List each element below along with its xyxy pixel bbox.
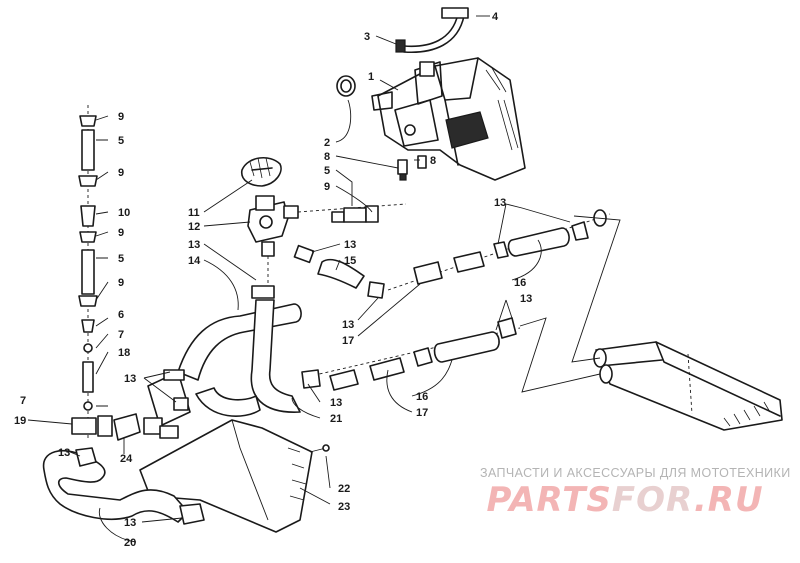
callout-16: 16 (416, 391, 428, 403)
hose-15 (293, 244, 385, 299)
callout-9: 9 (118, 227, 124, 239)
callout-8: 8 (324, 151, 330, 163)
callout-9: 9 (324, 181, 330, 193)
callout-20: 20 (124, 537, 136, 549)
callout-18: 18 (118, 347, 130, 359)
callout-7: 7 (118, 329, 124, 341)
pump-fittings (71, 413, 179, 441)
fitting-set (331, 205, 379, 223)
callout-13: 13 (494, 197, 506, 209)
callout-13: 13 (124, 517, 136, 529)
watermark-logo-ru: .RU (693, 480, 764, 520)
heat-exchanger (593, 341, 783, 431)
callout-11: 11 (188, 207, 200, 219)
watermark-logo-parts: PARTS (486, 480, 612, 520)
callout-5: 5 (118, 135, 124, 147)
lower-hose-line (301, 317, 517, 391)
watermark-logo-for: FOR (611, 480, 694, 520)
callout-13: 13 (520, 293, 532, 305)
site-watermark: ЗАПЧАСТИ И АКСЕССУАРЫ ДЛЯ МОТОТЕХНИКИ PA… (480, 466, 791, 520)
hose-20 (42, 447, 205, 525)
callout-13: 13 (330, 397, 342, 409)
callout-15: 15 (344, 255, 356, 267)
callout-2: 2 (324, 137, 330, 149)
hose-14 (177, 303, 302, 381)
callout-22: 22 (338, 483, 350, 495)
callout-5: 5 (324, 165, 330, 177)
callout-9: 9 (118, 277, 124, 289)
watermark-logo: PARTSFOR.RU (480, 480, 770, 520)
callout-14: 14 (188, 255, 201, 267)
callout-13: 13 (342, 319, 354, 331)
callout-17: 17 (342, 335, 354, 347)
callout-4: 4 (492, 11, 499, 23)
callout-labels: 1 2 3 4 8 8 5 9 9 5 9 10 9 5 9 6 7 18 7 … (14, 11, 532, 549)
overflow-hose (395, 7, 469, 54)
panel-bracket (147, 369, 191, 427)
callout-8: 8 (430, 155, 436, 167)
hose-21 (195, 285, 301, 417)
callout-10: 10 (118, 207, 130, 219)
upper-hose-line (413, 209, 607, 285)
callout-1: 1 (368, 71, 374, 83)
callout-13: 13 (124, 373, 136, 385)
callout-13: 13 (58, 447, 70, 459)
leader-lines (27, 15, 571, 543)
callout-12: 12 (188, 221, 200, 233)
callout-19: 19 (14, 415, 26, 427)
callout-21: 21 (330, 413, 342, 425)
callout-7: 7 (20, 395, 26, 407)
callout-9: 9 (118, 167, 124, 179)
coolant-tank (371, 57, 526, 181)
callout-24: 24 (120, 453, 133, 465)
callout-16: 16 (514, 277, 526, 289)
tank-outlet-fitting (397, 155, 427, 181)
thermostat-housing (247, 195, 299, 257)
callout-6: 6 (118, 309, 124, 321)
callout-5: 5 (118, 253, 124, 265)
callout-17: 17 (416, 407, 428, 419)
callout-13: 13 (344, 239, 356, 251)
callout-9: 9 (118, 111, 124, 123)
pressure-cap (240, 157, 282, 187)
callout-23: 23 (338, 501, 350, 513)
callout-3: 3 (364, 31, 370, 43)
callout-13: 13 (188, 239, 200, 251)
watermark-tagline: ЗАПЧАСТИ И АКСЕССУАРЫ ДЛЯ МОТОТЕХНИКИ (480, 466, 791, 480)
filler-cap-ring (336, 75, 356, 97)
vertical-hose-stack (78, 105, 98, 440)
